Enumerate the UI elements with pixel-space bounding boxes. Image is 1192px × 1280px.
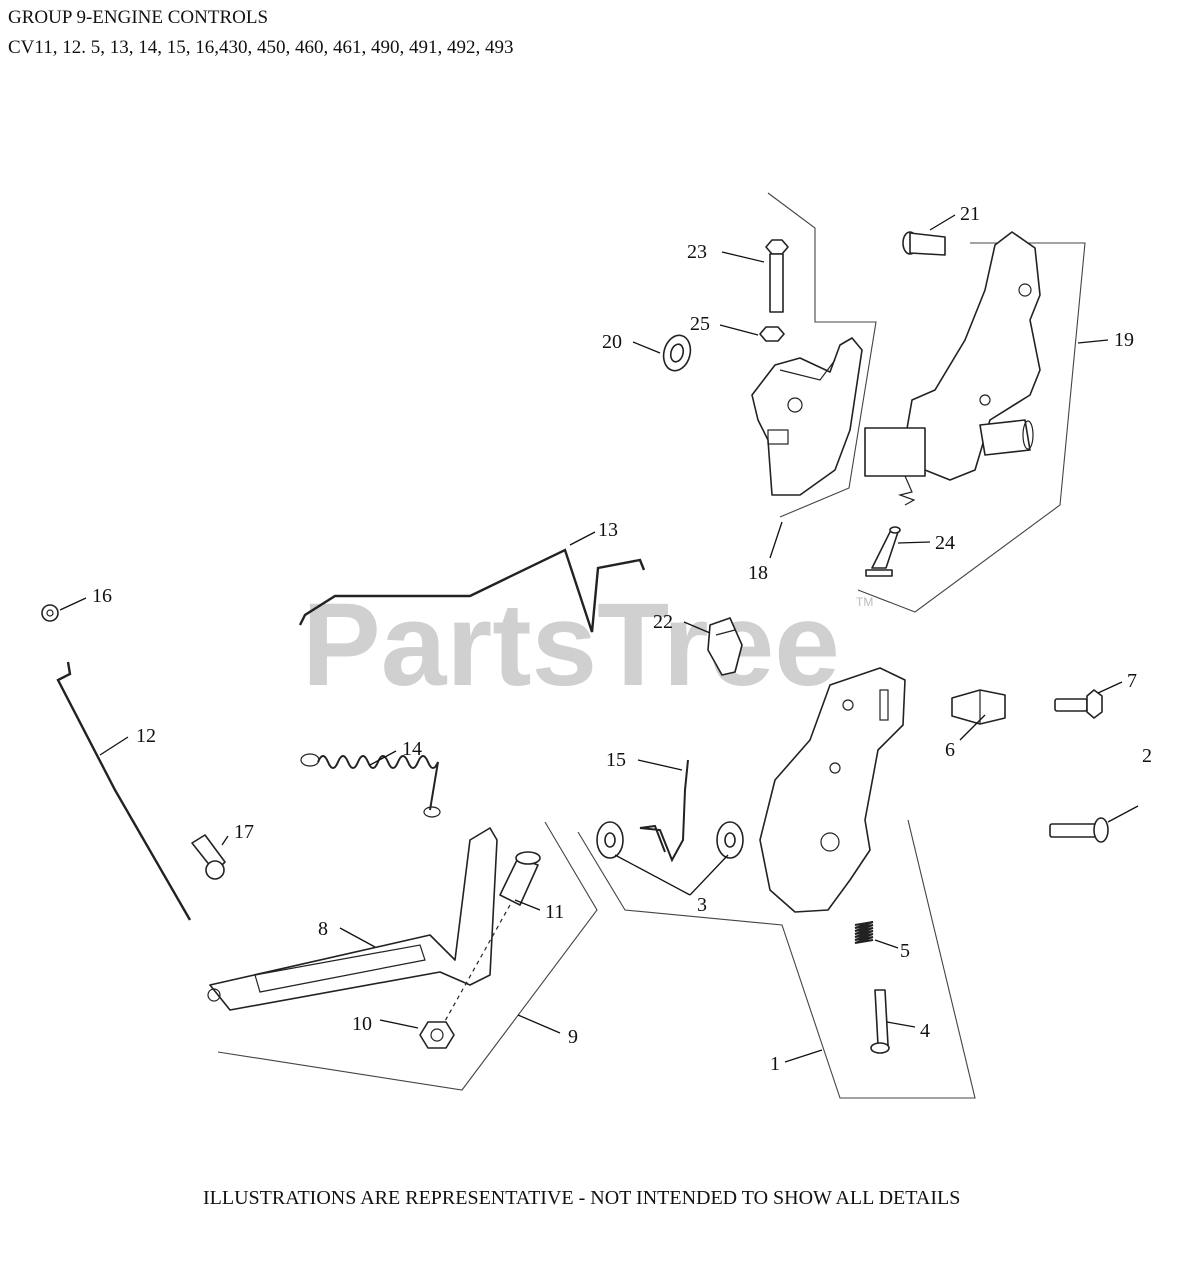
part-17-lever — [191, 834, 226, 880]
callout-15: 15 — [606, 749, 626, 771]
part-14-spring — [300, 753, 441, 818]
leader-16 — [59, 597, 87, 611]
callout-3: 3 — [697, 894, 707, 916]
leader-15 — [637, 759, 683, 771]
leader-24 — [897, 541, 931, 544]
leader-22 — [683, 621, 711, 634]
leader-6 — [959, 714, 986, 741]
part-7-bolt — [1054, 689, 1103, 719]
callout-5: 5 — [900, 940, 910, 962]
part-8-lever — [207, 827, 498, 1011]
callout-1: 1 — [770, 1053, 780, 1075]
boundary-9 — [217, 821, 598, 1091]
watermark-tm: TM — [856, 595, 873, 609]
callout-13: 13 — [598, 519, 618, 541]
leader-4 — [886, 1021, 916, 1028]
callout-7: 7 — [1127, 670, 1137, 692]
part-1-plate — [759, 667, 906, 913]
page-title: GROUP 9-ENGINE CONTROLS — [8, 7, 269, 28]
watermark: PartsTree — [302, 579, 840, 711]
boundary-1 — [577, 819, 976, 1099]
leader-25 — [719, 324, 759, 336]
callout-10: 10 — [352, 1013, 372, 1035]
callout-20: 20 — [602, 331, 622, 353]
leader-5 — [874, 939, 899, 949]
leader-10 — [379, 1019, 419, 1029]
leader-7 — [1097, 681, 1123, 694]
callout-8: 8 — [318, 918, 328, 940]
leader-3b — [689, 854, 729, 896]
part-22-clip — [707, 617, 743, 676]
callout-19: 19 — [1114, 329, 1134, 351]
part-23-bolt — [765, 239, 789, 313]
part-4-pin — [870, 989, 890, 1054]
leader-11 — [514, 899, 541, 911]
callout-9: 9 — [568, 1026, 578, 1048]
callout-21: 21 — [960, 203, 980, 225]
leader-1 — [784, 1049, 823, 1063]
part-3-washers — [596, 821, 744, 859]
part-16-clip — [41, 604, 59, 622]
callout-22: 22 — [653, 611, 673, 633]
part-10-nut — [419, 1021, 455, 1049]
part-24-pin — [865, 526, 901, 577]
callout-25: 25 — [690, 313, 710, 335]
boundary-19 — [857, 242, 1086, 613]
part-25-nut — [759, 326, 785, 342]
leader-2 — [1107, 805, 1139, 823]
callout-17: 17 — [234, 821, 254, 843]
callout-6: 6 — [945, 739, 955, 761]
boundary-18 — [767, 192, 877, 518]
leader-19 — [1077, 339, 1109, 344]
model-list: CV11, 12. 5, 13, 14, 15, 16,430, 450, 46… — [8, 37, 514, 58]
part-2-bolt — [1049, 817, 1109, 843]
leader-18 — [769, 521, 783, 559]
part-20-washer — [662, 334, 692, 372]
part-6-block — [951, 689, 1006, 725]
disclaimer-note: ILLUSTRATIONS ARE REPRESENTATIVE - NOT I… — [203, 1187, 961, 1209]
leader-17 — [221, 835, 229, 846]
callout-4: 4 — [920, 1020, 930, 1042]
callout-18: 18 — [748, 562, 768, 584]
leader-20 — [632, 341, 661, 354]
leader-23 — [721, 251, 765, 263]
leader-9 — [517, 1014, 561, 1034]
part-21-pin — [902, 231, 946, 256]
leader-21 — [929, 214, 956, 231]
callout-12: 12 — [136, 725, 156, 747]
leader-12 — [99, 736, 129, 756]
leader-14 — [369, 750, 397, 766]
part-19-control-assembly — [864, 231, 1041, 506]
callout-11: 11 — [545, 901, 564, 923]
callout-24: 24 — [935, 532, 955, 554]
leader-3a — [614, 854, 691, 896]
part-18-bracket — [751, 337, 863, 496]
part-15-spring — [639, 759, 689, 863]
part-13-rod — [298, 548, 646, 633]
part-5-spring — [854, 921, 874, 944]
leader-13 — [569, 531, 596, 546]
part-11-spacer — [439, 851, 541, 1031]
callout-23: 23 — [687, 241, 707, 263]
callout-14: 14 — [402, 738, 422, 760]
callout-16: 16 — [92, 585, 112, 607]
callout-2: 2 — [1142, 745, 1152, 767]
leader-8 — [339, 927, 376, 948]
part-12-rod — [56, 661, 192, 921]
